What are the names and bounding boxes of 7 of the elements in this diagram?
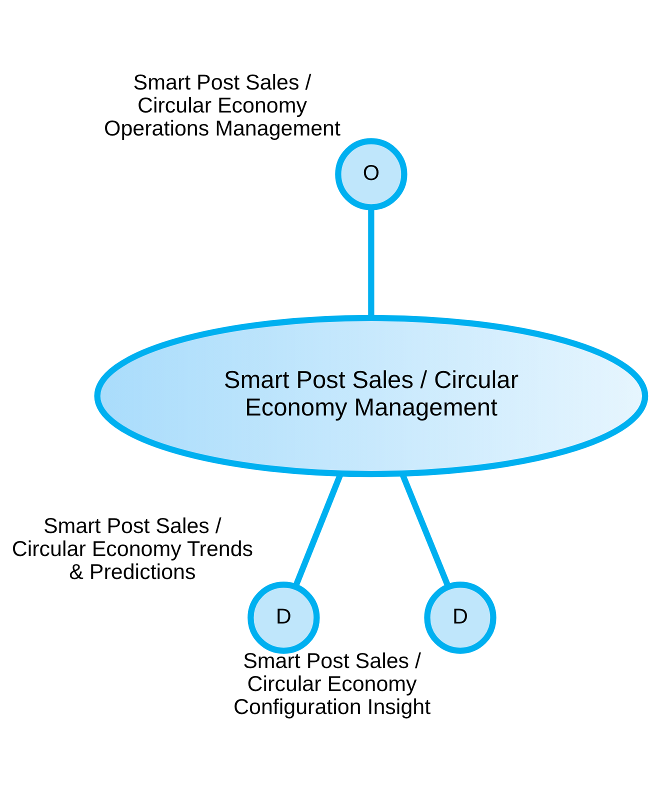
node-ellipse: Smart Post Sales / Circular Economy Management: [94, 314, 648, 478]
node-label: Smart Post Sales / Circular Economy Operations Management: [104, 70, 340, 140]
connector: [368, 208, 374, 318]
node-circle: D: [248, 582, 320, 654]
node-label: Smart Post Sales / Circular Economy Trends & Predictions: [12, 514, 254, 584]
node-circle: O: [335, 138, 408, 210]
node-circle: D: [424, 582, 496, 654]
